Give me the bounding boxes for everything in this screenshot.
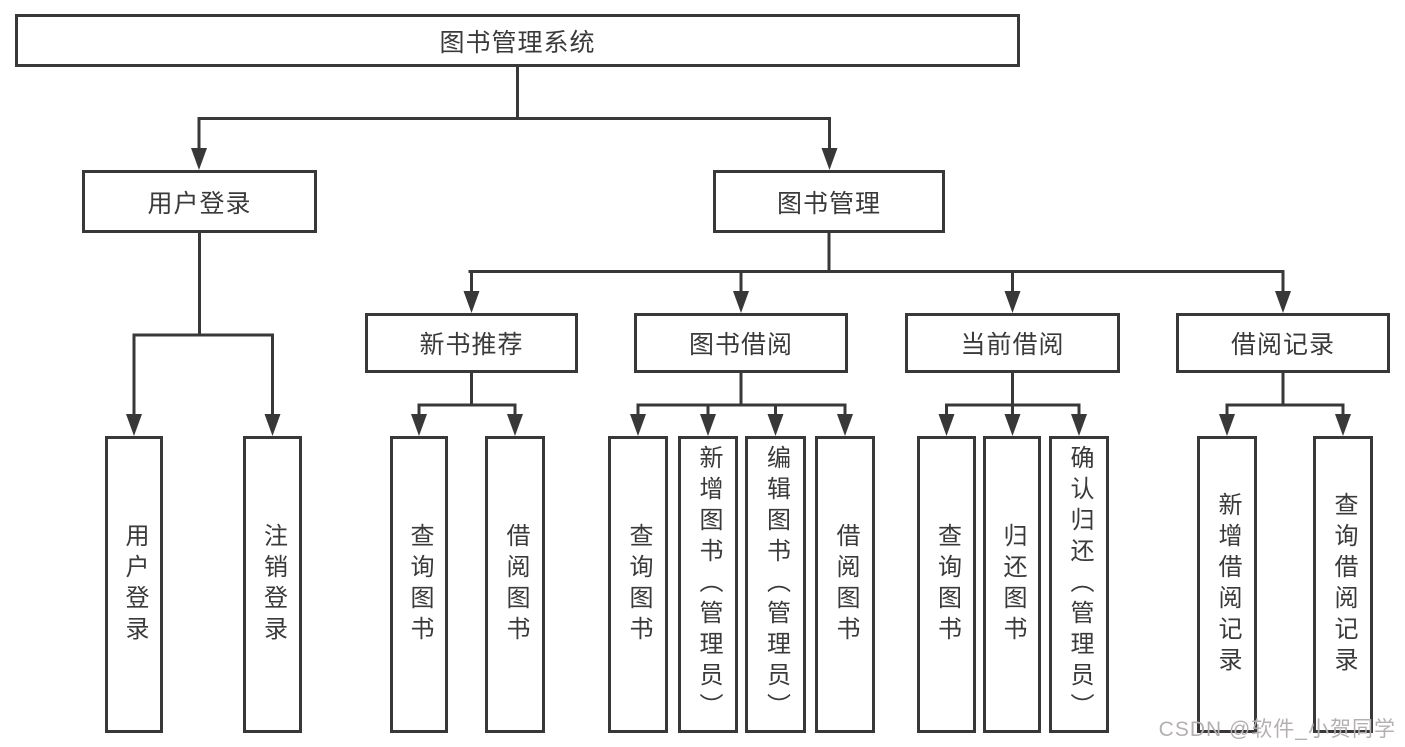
- node-leaf-query-record: 查询借阅记录: [1313, 436, 1373, 733]
- connector-root-split: [191, 67, 838, 170]
- node-leaf-borrow-book-2: 借阅图书: [815, 436, 875, 733]
- node-book-borrow: 图书借阅: [634, 313, 848, 373]
- node-leaf-query-book-2-label: 查询图书: [625, 522, 652, 647]
- node-leaf-add-book: 新增图书（管理员）: [678, 436, 738, 733]
- node-book-borrow-label: 图书借阅: [688, 331, 793, 359]
- node-leaf-confirm-return-label: 确认归还（管理员）: [1066, 445, 1093, 724]
- node-leaf-query-book-2: 查询图书: [608, 436, 668, 733]
- node-leaf-add-book-label: 新增图书（管理员）: [695, 445, 722, 724]
- connector-borrow-records-split: [1219, 373, 1351, 436]
- node-leaf-borrow-book-1-label: 借阅图书: [502, 522, 529, 647]
- node-book-mgmt-label: 图书管理: [776, 189, 881, 218]
- watermark: CSDN @软件_小贺同学: [1158, 718, 1396, 741]
- node-leaf-edit-book: 编辑图书（管理员）: [745, 436, 806, 733]
- node-leaf-borrow-book-1: 借阅图书: [485, 436, 545, 733]
- node-current-borrow-label: 当前借阅: [960, 331, 1065, 359]
- node-borrow-records: 借阅记录: [1176, 313, 1390, 373]
- connector-book-mgmt-split: [463, 233, 1291, 313]
- node-leaf-user-login: 用户登录: [105, 436, 163, 733]
- node-leaf-query-book-3-label: 查询图书: [933, 522, 961, 647]
- node-borrow-records-label: 借阅记录: [1230, 331, 1335, 359]
- node-root: 图书管理系统: [15, 14, 1020, 67]
- node-leaf-borrow-book-2-label: 借阅图书: [832, 522, 859, 647]
- node-new-book-rec: 新书推荐: [365, 313, 578, 373]
- node-current-borrow: 当前借阅: [905, 313, 1120, 373]
- node-leaf-query-record-label: 查询借阅记录: [1330, 491, 1357, 678]
- node-leaf-user-login-label: 用户登录: [121, 522, 148, 647]
- node-root-label: 图书管理系统: [439, 28, 596, 57]
- node-leaf-query-book-1-label: 查询图书: [406, 522, 433, 647]
- connector-book-borrow-split: [630, 373, 853, 436]
- connector-new-book-split: [411, 373, 523, 436]
- node-leaf-add-record: 新增借阅记录: [1197, 436, 1257, 733]
- connector-current-borrow-split: [938, 373, 1087, 436]
- node-leaf-edit-book-label: 编辑图书（管理员）: [762, 445, 790, 724]
- node-leaf-return-book: 归还图书: [983, 436, 1041, 733]
- node-user-login-label: 用户登录: [147, 189, 252, 218]
- node-new-book-rec-label: 新书推荐: [419, 331, 524, 359]
- node-leaf-query-book-1: 查询图书: [390, 436, 448, 733]
- node-leaf-return-book-label: 归还图书: [999, 522, 1026, 647]
- node-book-mgmt: 图书管理: [713, 170, 945, 233]
- node-leaf-query-book-3: 查询图书: [917, 436, 976, 733]
- node-leaf-confirm-return: 确认归还（管理员）: [1049, 436, 1109, 733]
- node-user-login: 用户登录: [82, 170, 317, 233]
- connector-user-login-split: [126, 233, 281, 436]
- node-leaf-add-record-label: 新增借阅记录: [1214, 491, 1241, 678]
- node-leaf-logout-label: 注销登录: [259, 522, 287, 647]
- node-leaf-logout: 注销登录: [243, 436, 302, 733]
